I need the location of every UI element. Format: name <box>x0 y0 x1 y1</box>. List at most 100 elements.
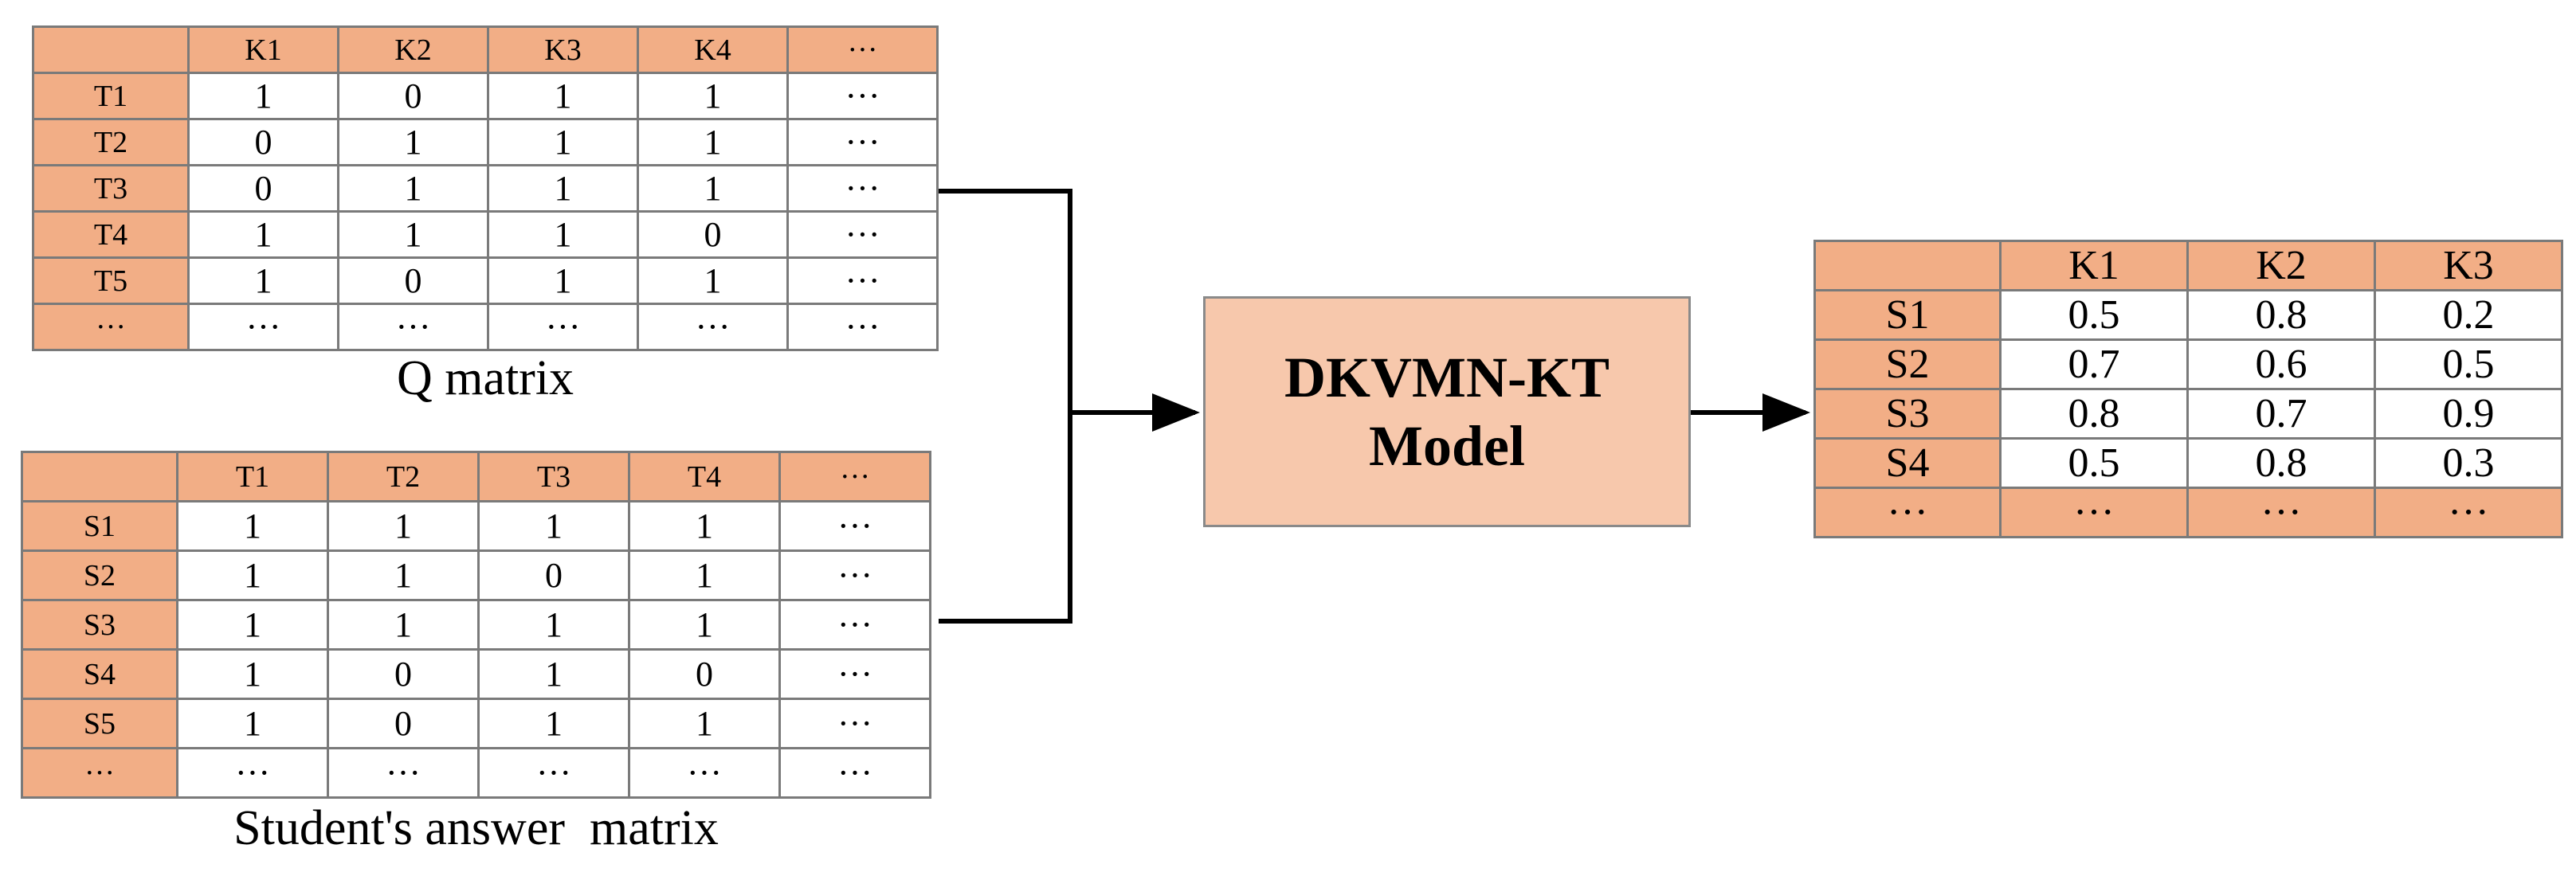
table-row: S3 1 1 1 1 ··· <box>21 599 931 651</box>
cell: 1 <box>176 549 329 601</box>
cell: 0 <box>337 256 489 305</box>
cell: 1 <box>337 164 489 213</box>
q-matrix-connector <box>939 189 1072 624</box>
cell: 1 <box>337 210 489 259</box>
cell: 0 <box>628 648 781 700</box>
cell: 0 <box>477 549 630 601</box>
table-row: S5 1 0 1 1 ··· <box>21 698 931 749</box>
cell: 1 <box>327 500 480 552</box>
cell: 0 <box>337 72 489 120</box>
cell: 1 <box>337 118 489 166</box>
cell: 0.8 <box>2186 289 2376 341</box>
cell: 0 <box>637 210 789 259</box>
row-header: T3 <box>32 164 190 213</box>
q-matrix-caption: Q matrix <box>396 351 574 405</box>
table-row: T1 1 0 1 1 ··· <box>32 72 939 120</box>
cell: 1 <box>487 72 639 120</box>
corner-cell <box>32 25 190 74</box>
cell: 0.8 <box>1999 388 2189 440</box>
cell: 1 <box>487 118 639 166</box>
cell: 1 <box>637 72 789 120</box>
column-header: K1 <box>187 25 339 74</box>
cell: 1 <box>477 698 630 749</box>
column-header: T2 <box>327 451 480 502</box>
table-row: ··· ··· ··· ··· <box>1813 487 2563 538</box>
cell: ··· <box>477 747 630 799</box>
cell: 0.2 <box>2374 289 2563 341</box>
table-row: ··· ··· ··· ··· ··· ··· <box>32 303 939 351</box>
table-row: T5 1 0 1 1 ··· <box>32 256 939 305</box>
cell: ··· <box>778 599 931 651</box>
cell: 1 <box>327 599 480 651</box>
cell: ··· <box>786 256 939 305</box>
cell: 1 <box>477 599 630 651</box>
column-header: T4 <box>628 451 781 502</box>
column-header: K2 <box>2186 240 2376 291</box>
row-header: S3 <box>1813 388 2002 440</box>
cell: 1 <box>637 118 789 166</box>
q-matrix-header-row: K1 K2 K3 K4 ··· <box>32 25 939 74</box>
cell: 1 <box>176 500 329 552</box>
table-row: S1 1 1 1 1 ··· <box>21 500 931 552</box>
row-header: ··· <box>1813 487 2002 538</box>
cell: 0.8 <box>2186 437 2376 489</box>
cell: 0 <box>327 648 480 700</box>
dkvmn-kt-model-box: DKVMN-KT Model <box>1203 296 1691 527</box>
cell: 0.5 <box>1999 289 2189 341</box>
model-subtitle: Model <box>1369 414 1525 478</box>
output-matrix-table: K1 K2 K3 S1 0.5 0.8 0.2 S2 0.7 0.6 0.5 S… <box>1813 240 2563 538</box>
corner-cell <box>1813 240 2002 291</box>
cell: 1 <box>327 549 480 601</box>
row-header: T5 <box>32 256 190 305</box>
column-header: K3 <box>487 25 639 74</box>
row-header: T2 <box>32 118 190 166</box>
cell: 0.5 <box>2374 338 2563 390</box>
model-title: DKVMN-KT <box>1284 345 1610 409</box>
cell: ··· <box>778 549 931 601</box>
corner-cell <box>21 451 178 502</box>
cell: 1 <box>487 164 639 213</box>
row-header: S2 <box>1813 338 2002 390</box>
cell: ··· <box>778 698 931 749</box>
table-row: S4 0.5 0.8 0.3 <box>1813 437 2563 489</box>
table-row: ··· ··· ··· ··· ··· ··· <box>21 747 931 799</box>
answer-matrix-header-row: T1 T2 T3 T4 ··· <box>21 451 931 502</box>
cell: 1 <box>176 599 329 651</box>
row-header: T4 <box>32 210 190 259</box>
column-header: ··· <box>778 451 931 502</box>
cell: 1 <box>176 648 329 700</box>
cell: 1 <box>187 210 339 259</box>
row-header: S1 <box>1813 289 2002 341</box>
table-row: T3 0 1 1 1 ··· <box>32 164 939 213</box>
cell: 0.7 <box>2186 388 2376 440</box>
answer-matrix-table: T1 T2 T3 T4 ··· S1 1 1 1 1 ··· S2 1 1 0 … <box>21 451 931 799</box>
cell: ··· <box>1999 487 2189 538</box>
cell: 0 <box>187 164 339 213</box>
answer-matrix-caption: Student's answer matrix <box>233 801 719 855</box>
cell: 1 <box>628 698 781 749</box>
table-row: S3 0.8 0.7 0.9 <box>1813 388 2563 440</box>
row-header: ··· <box>32 303 190 351</box>
cell: ··· <box>176 747 329 799</box>
cell: ··· <box>337 303 489 351</box>
cell: 0 <box>187 118 339 166</box>
table-row: S1 0.5 0.8 0.2 <box>1813 289 2563 341</box>
cell: 1 <box>187 256 339 305</box>
cell: ··· <box>2374 487 2563 538</box>
column-header: T1 <box>176 451 329 502</box>
cell: 0.5 <box>1999 437 2189 489</box>
cell: 1 <box>628 549 781 601</box>
cell: ··· <box>786 210 939 259</box>
column-header: ··· <box>786 25 939 74</box>
cell: 1 <box>637 256 789 305</box>
table-row: T2 0 1 1 1 ··· <box>32 118 939 166</box>
cell: 0.3 <box>2374 437 2563 489</box>
cell: 1 <box>176 698 329 749</box>
column-header: K1 <box>1999 240 2189 291</box>
cell: 1 <box>487 210 639 259</box>
cell: ··· <box>327 747 480 799</box>
cell: 1 <box>487 256 639 305</box>
cell: ··· <box>778 500 931 552</box>
row-header: S3 <box>21 599 178 651</box>
cell: ··· <box>786 118 939 166</box>
